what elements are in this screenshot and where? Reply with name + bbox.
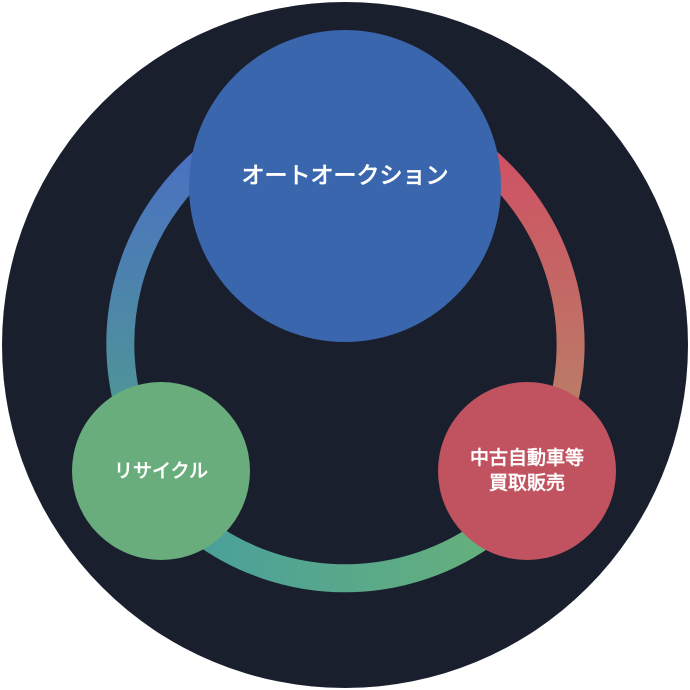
used-car-label-line1: 中古自動車等 <box>469 447 584 470</box>
cycle-arc-bottom <box>191 518 499 593</box>
used-car-label-line2: 買取販売 <box>488 472 565 494</box>
used-car-label: 中古自動車等 買取販売 <box>470 446 584 495</box>
recycle-node: リサイクル <box>72 382 250 560</box>
recycle-label: リサイクル <box>113 459 209 482</box>
auto-auction-label: オートオークション <box>241 163 449 190</box>
auto-auction-node: オートオークション <box>189 30 501 342</box>
used-car-trade-node: 中古自動車等 買取販売 <box>438 382 616 560</box>
